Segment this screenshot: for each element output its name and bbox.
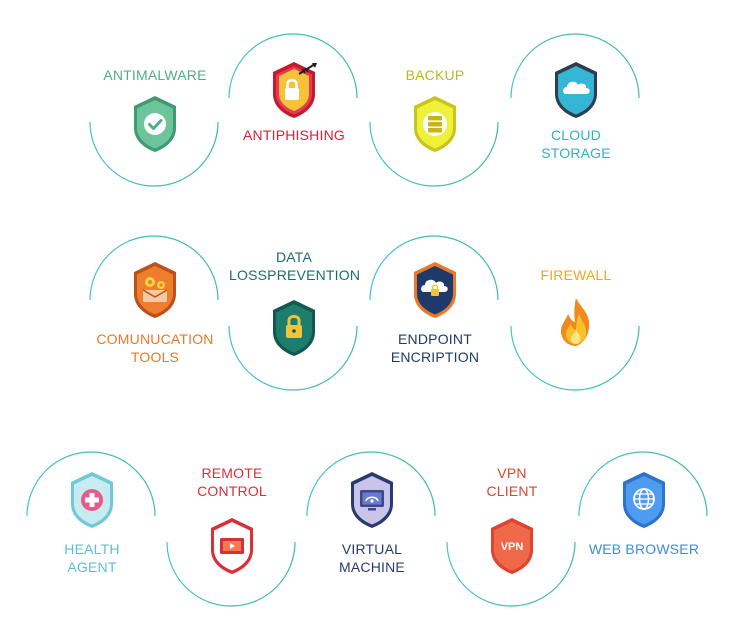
vpn-text: VPN xyxy=(501,541,524,553)
feature-label: VPN CLIENT xyxy=(486,465,538,499)
shield-health-icon xyxy=(67,470,117,530)
feature-label: HEALTH AGENT xyxy=(64,541,120,575)
shield-cloud-lock-icon xyxy=(410,260,460,320)
feature-label: ANTIMALWARE xyxy=(103,67,207,83)
feature-label: ENDPOINT ENCRIPTION xyxy=(390,331,480,365)
feature-label: COMUNUCATION TOOLS xyxy=(96,331,214,365)
feature-label: ANTIPHISHING xyxy=(243,127,345,143)
feature-label: FIREWALL xyxy=(540,267,612,283)
shield-check-icon xyxy=(130,94,180,154)
feature-label: REMOTE CONTROL xyxy=(197,465,267,499)
shield-padlock-icon xyxy=(269,298,319,358)
shield-monitor-icon xyxy=(347,470,397,530)
feature-label: WEB BROWSER xyxy=(588,541,700,557)
shield-lock-target-icon xyxy=(269,60,319,120)
shield-cloud-icon xyxy=(551,60,601,120)
flame-icon xyxy=(551,294,601,354)
feature-label: DATA LOSSPREVENTION xyxy=(229,249,361,283)
shield-gears-icon xyxy=(130,260,180,320)
shield-globe-icon xyxy=(619,470,669,530)
shield-server-icon xyxy=(410,94,460,154)
shield-screen-icon xyxy=(207,516,257,576)
feature-label: VIRTUAL MACHINE xyxy=(339,541,405,575)
shield-vpn-icon: VPN xyxy=(487,516,537,576)
feature-label: CLOUD STORAGE xyxy=(541,127,611,161)
feature-label: BACKUP xyxy=(405,67,465,83)
